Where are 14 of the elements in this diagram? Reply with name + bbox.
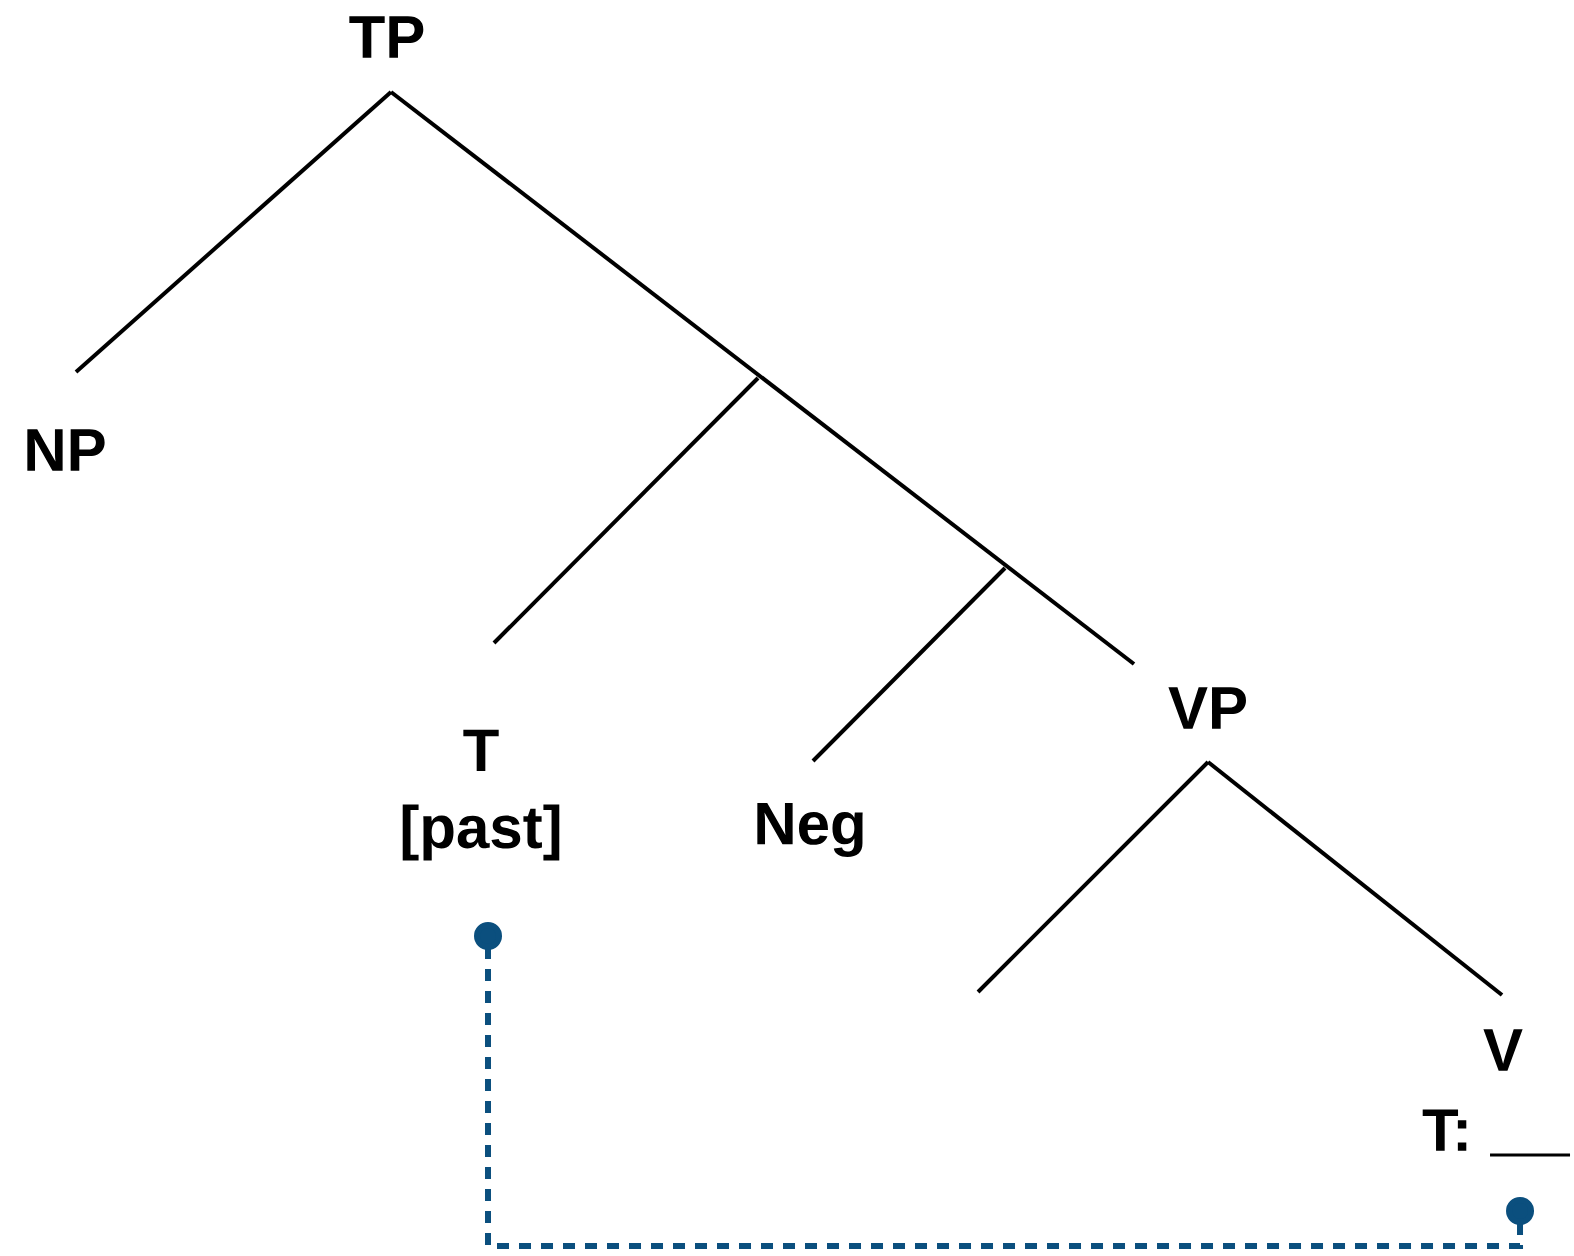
feature-label: T: xyxy=(1422,1109,1467,1151)
tree-branch xyxy=(74,90,393,374)
tree-branch xyxy=(811,566,1007,763)
tree-branch xyxy=(976,760,1210,994)
node-label: V xyxy=(1483,1029,1523,1071)
node-label: TP xyxy=(349,16,424,58)
node-label: VP xyxy=(1168,687,1246,729)
tree-branch xyxy=(1206,760,1504,997)
tree-branch xyxy=(492,376,760,645)
node-label: Neg xyxy=(757,803,863,857)
tree-branch xyxy=(389,90,1136,666)
connector-line xyxy=(474,922,1534,1249)
node-label: NP xyxy=(27,429,105,471)
node-label: T [past] xyxy=(402,729,560,861)
